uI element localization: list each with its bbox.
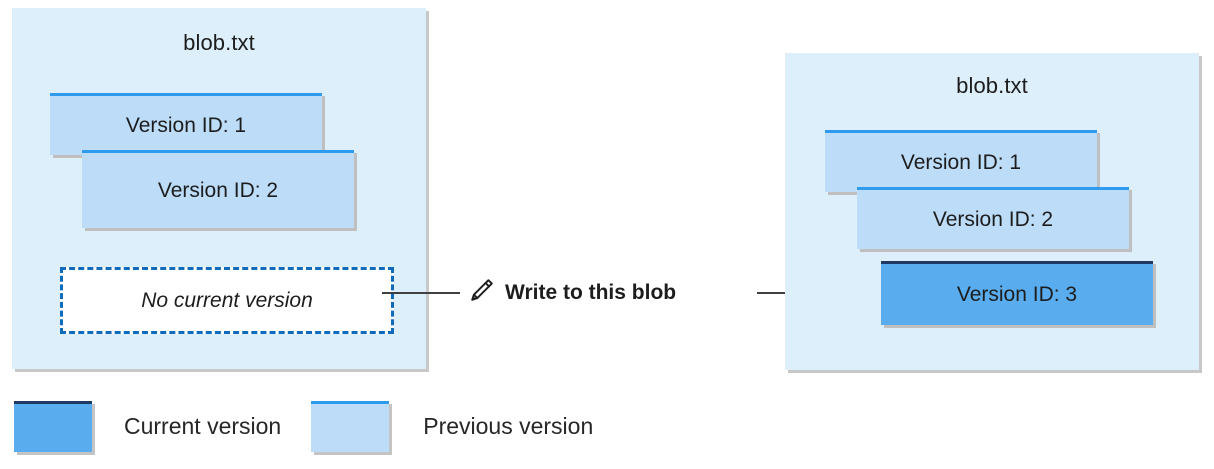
blob-panel-before: blob.txt Version ID: 1 Version ID: 2 No …: [12, 8, 426, 369]
legend-item-previous: Previous version: [311, 401, 593, 452]
panel-title-right: blob.txt: [956, 73, 1028, 98]
version-card-left-2: Version ID: 2: [82, 150, 354, 228]
version-card-label: Version ID: 3: [956, 282, 1078, 306]
no-current-version-box: No current version: [60, 267, 394, 334]
write-action-label: Write to this blob: [505, 281, 677, 304]
no-current-version-label: No current version: [141, 288, 313, 312]
version-card-right-1: Version ID: 1: [825, 130, 1097, 192]
legend-label-current: Current version: [124, 413, 282, 439]
version-card-right-3-current: Version ID: 3: [881, 261, 1153, 325]
version-card-right-2: Version ID: 2: [857, 187, 1129, 249]
legend-item-current: Current version: [14, 401, 281, 452]
legend-label-previous: Previous version: [423, 413, 594, 439]
legend-swatch-previous: [311, 401, 390, 452]
legend: Current version Previous version: [14, 401, 593, 452]
version-card-label: Version ID: 2: [157, 178, 279, 202]
legend-swatch-current: [14, 401, 92, 452]
write-action: Write to this blob: [466, 274, 676, 312]
version-card-left-1: Version ID: 1: [50, 93, 322, 155]
version-card-label: Version ID: 1: [125, 113, 247, 137]
pencil-icon: [466, 276, 496, 311]
version-card-label: Version ID: 1: [900, 150, 1022, 174]
panel-title-left: blob.txt: [183, 30, 255, 55]
connector-line-left: [382, 292, 460, 294]
version-card-label: Version ID: 2: [932, 207, 1054, 231]
